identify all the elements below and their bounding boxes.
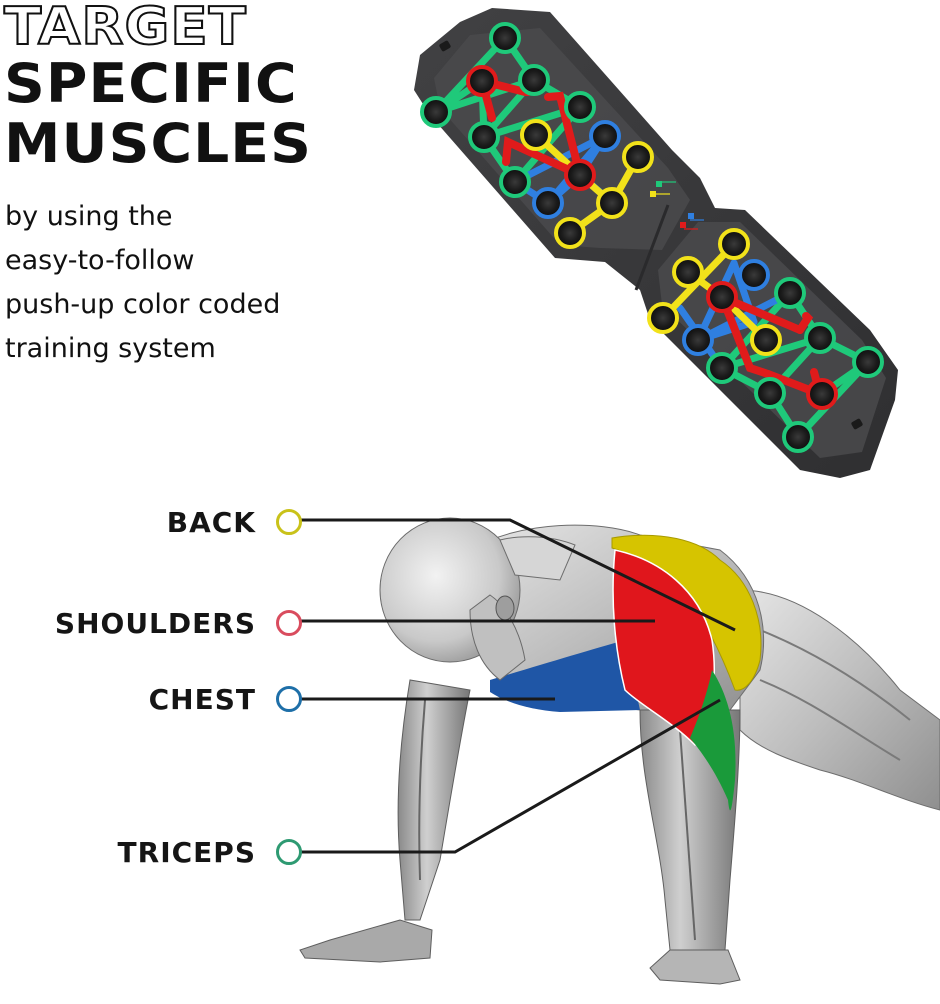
subcopy-line: training system <box>5 333 216 364</box>
back-ring-icon <box>276 509 302 535</box>
callout-label-back: BACK <box>166 505 256 539</box>
callout-label-chest: CHEST <box>148 682 256 716</box>
headline: TARGET SPECIFIC MUSCLES <box>3 0 311 176</box>
callout-chest: CHEST <box>0 681 302 717</box>
muscle-shoulders <box>612 549 716 747</box>
subcopy-line: easy-to-follow <box>5 245 195 276</box>
subcopy-line: push-up color coded <box>5 289 281 320</box>
muscle-chest <box>490 640 640 712</box>
board-knobs-bottom <box>647 228 884 453</box>
leader-lines <box>300 518 736 854</box>
shoulders-ring-icon <box>276 610 302 636</box>
headline-line-target: TARGET <box>3 0 247 57</box>
subcopy-line: by using the <box>5 201 173 232</box>
callout-shoulders: SHOULDERS <box>0 605 302 641</box>
headline-line-muscles: MUSCLES <box>4 112 312 175</box>
triceps-ring-icon <box>276 839 302 865</box>
subcopy: by using the easy-to-follow push-up colo… <box>5 195 280 371</box>
push-up-board-image <box>400 0 920 480</box>
muscle-triceps <box>690 670 736 811</box>
board-legend <box>650 181 704 230</box>
board-knobs-top <box>420 22 654 249</box>
headline-line-specific: SPECIFIC <box>4 52 298 115</box>
chest-ring-icon <box>276 686 302 712</box>
callout-label-triceps: TRICEPS <box>117 835 256 869</box>
callout-back: BACK <box>0 504 302 540</box>
callout-label-shoulders: SHOULDERS <box>54 606 256 640</box>
anatomy-figure-image <box>0 480 940 1000</box>
callout-triceps: TRICEPS <box>0 834 302 870</box>
